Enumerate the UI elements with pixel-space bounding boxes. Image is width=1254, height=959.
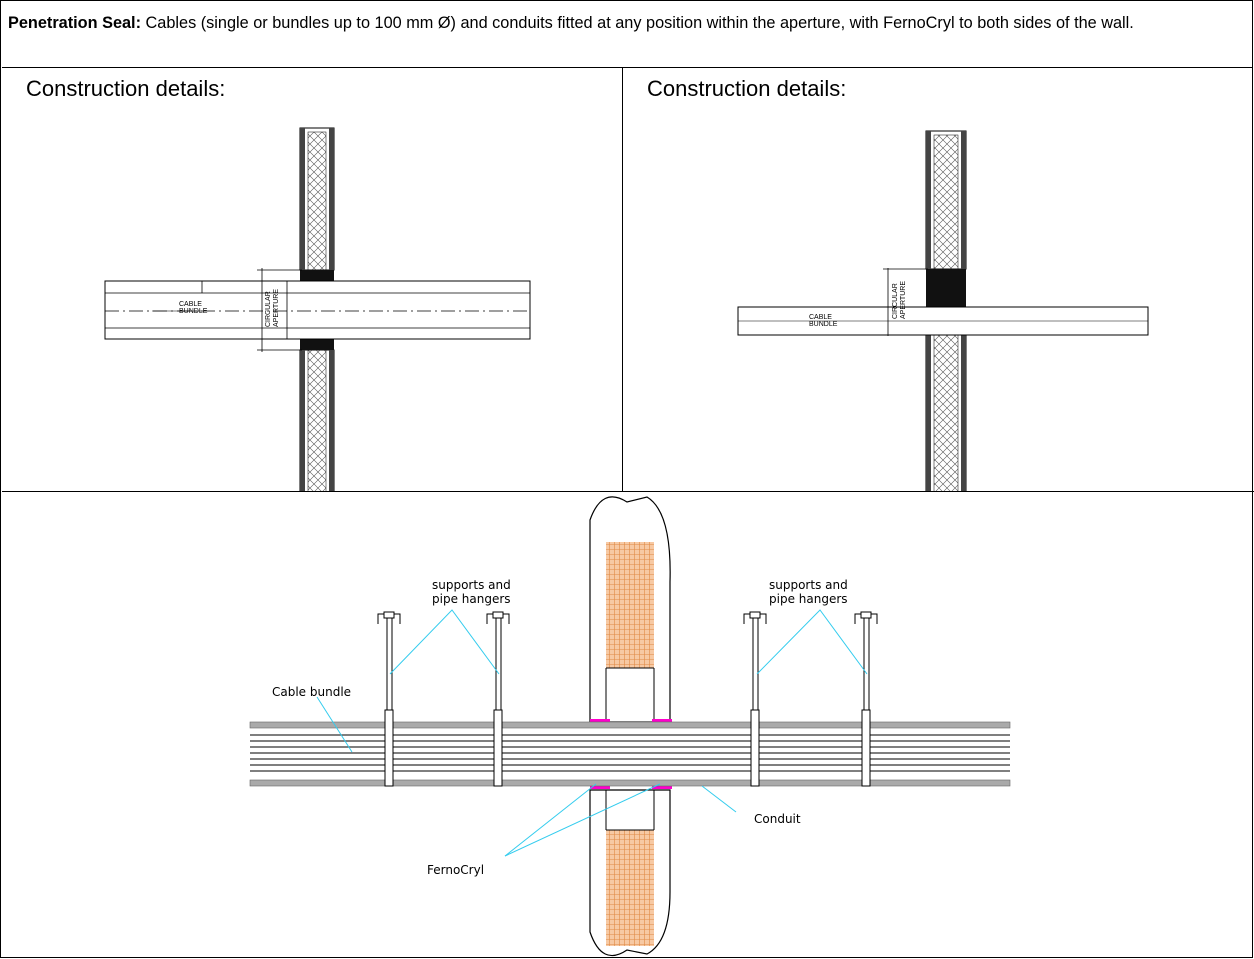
wall-upper-bottom <box>589 496 672 725</box>
aperture-label-right-1: CIRCULAR <box>892 283 899 319</box>
penetration-seal-description: Penetration Seal: Cables (single or bund… <box>2 2 1253 68</box>
aperture-label-left-2: APERTURE <box>273 289 280 327</box>
wall-upper-right <box>925 130 967 307</box>
aperture-label-right-2: APERTURE <box>900 281 907 319</box>
leader-lines <box>316 609 868 857</box>
cable-label-left-2: BUNDLE <box>179 308 208 315</box>
penetration-seal-text: Cables (single or bundles up to 100 mm Ø… <box>141 14 1134 32</box>
cable-label-left-1: CABLE <box>179 301 202 308</box>
cable-label-right-1: CABLE <box>809 314 832 321</box>
right-wall-section-drawing: CABLE BUNDLE CIRCULAR APERTURE <box>737 130 1149 491</box>
construction-details-left-title: Construction details: <box>26 76 226 101</box>
hanger-1 <box>377 611 401 787</box>
cable-bundle-bottom <box>249 721 1011 787</box>
supports-label-right-2: pipe hangers <box>769 592 848 606</box>
hanger-3 <box>743 611 767 787</box>
fernocryl-label: FernoCryl <box>427 863 484 877</box>
supports-label-right-1: supports and <box>769 578 848 592</box>
supports-label-left-1: supports and <box>432 578 511 592</box>
installation-drawing: supports and pipe hangers supports and p… <box>249 496 1011 957</box>
aperture-label-left-1: CIRCULAR <box>265 291 272 327</box>
left-wall-section-drawing: CABLE BUNDLE CIRCULAR APERTURE <box>104 127 531 491</box>
cable-bundle-label: Cable bundle <box>272 685 351 699</box>
hanger-4 <box>854 611 878 787</box>
cable-label-right-2: BUNDLE <box>809 321 838 328</box>
construction-details-right-title: Construction details: <box>647 76 847 101</box>
supports-label-left-2: pipe hangers <box>432 592 511 606</box>
wall-upper <box>299 127 335 281</box>
wall-lower <box>299 339 335 491</box>
installation-drawing-panel: supports and pipe hangers supports and p… <box>2 492 1253 958</box>
cable-bundle-right <box>737 268 1149 336</box>
construction-details-left: Construction details: <box>2 68 623 492</box>
wall-lower-right <box>925 334 967 491</box>
hanger-2 <box>486 611 510 787</box>
conduit-label: Conduit <box>754 812 801 826</box>
construction-details-right: Construction details: <box>623 68 1254 492</box>
cable-bundle-left <box>104 268 531 352</box>
penetration-seal-label: Penetration Seal: <box>8 14 142 32</box>
wall-lower-bottom <box>589 783 672 957</box>
